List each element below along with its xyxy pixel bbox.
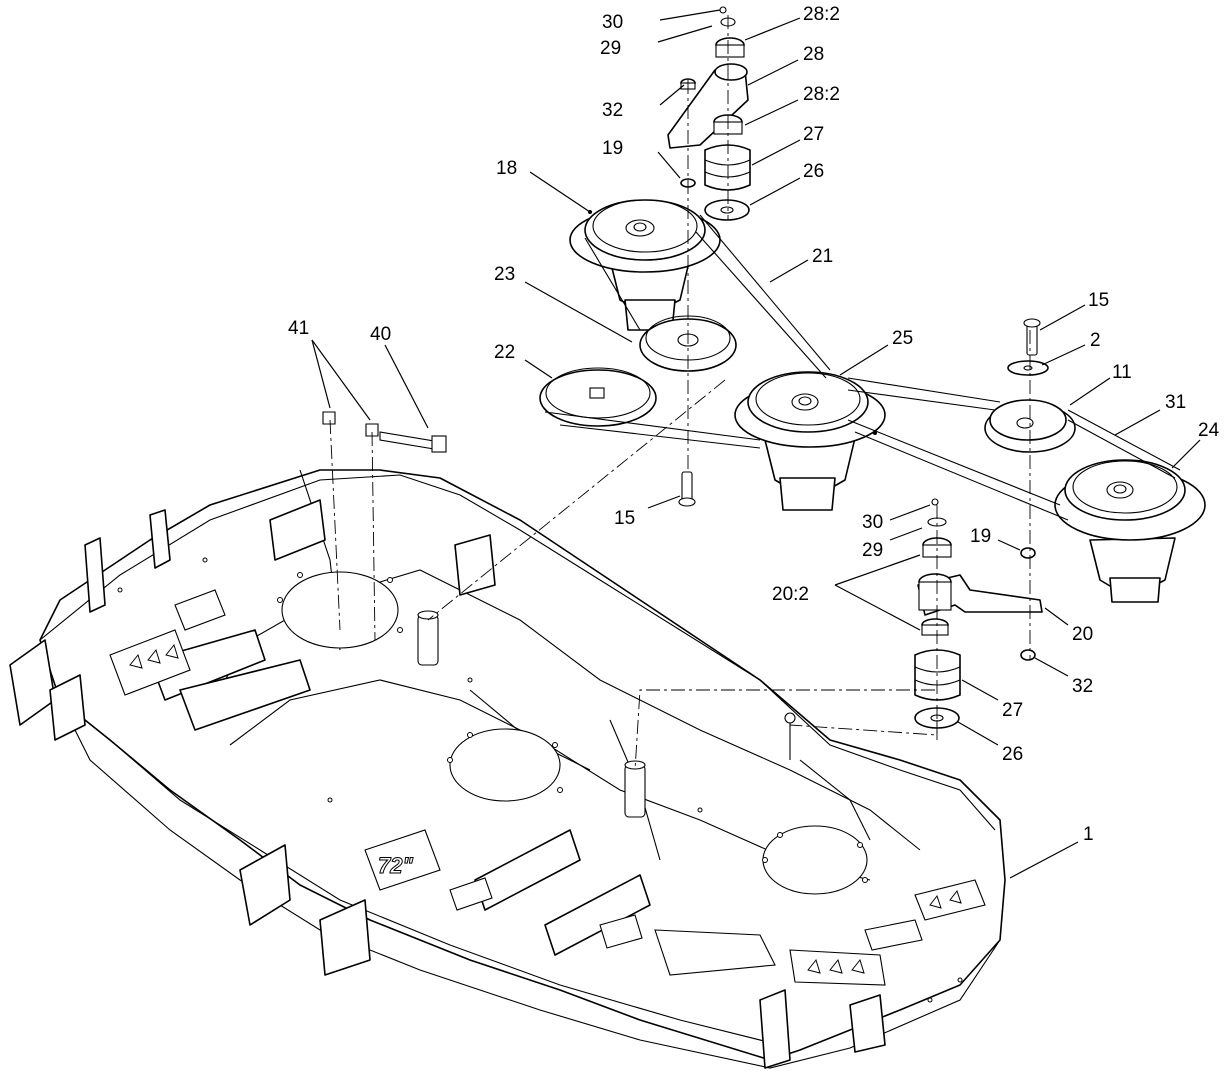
mower-deck-housing: 72": [9, 469, 1006, 1069]
callout-29-lower: 29: [862, 540, 883, 561]
deck-size-decal-text: 72": [378, 853, 413, 878]
callout-labels: 30 29 28:2 28 32 28:2 19 27 18 26 21 23 …: [288, 4, 1220, 845]
callout-19-upper: 19: [602, 138, 623, 159]
callout-30-lower: 30: [862, 512, 883, 533]
callout-1: 1: [1083, 824, 1094, 845]
idler-arm-upper: [667, 69, 749, 149]
left-idler-pivot-post: [417, 614, 439, 666]
callout-28-2-lower: 28:2: [803, 84, 840, 105]
callout-32-upper: 32: [602, 100, 623, 121]
warning-decal-left: [109, 629, 191, 696]
nut-41-left: [322, 411, 336, 425]
torsion-spring-lower: [914, 649, 961, 701]
lower-idler-arm-stack: [914, 498, 1043, 729]
callout-19-lower: 19: [970, 526, 991, 547]
callout-40: 40: [370, 324, 391, 345]
callout-20: 20: [1072, 624, 1093, 645]
callout-26-upper: 26: [803, 161, 824, 182]
callout-20-2: 20:2: [772, 584, 809, 605]
idler-pulley-11: [984, 399, 1076, 453]
callout-25: 25: [892, 328, 913, 349]
callout-15-lower: 15: [614, 508, 635, 529]
callout-22: 22: [494, 342, 515, 363]
belts: [544, 214, 1181, 521]
callout-28-2-upper: 28:2: [803, 4, 840, 25]
leader-lines: [311, 9, 1201, 879]
size-decal-plate: [364, 829, 441, 891]
callout-18: 18: [496, 158, 517, 179]
callout-24: 24: [1198, 420, 1220, 441]
hardware: [322, 318, 1049, 507]
callout-23: 23: [494, 264, 515, 285]
left-spindle-opening: [281, 571, 399, 649]
callout-2: 2: [1090, 330, 1101, 351]
drive-pulleys: [539, 315, 737, 427]
callout-21: 21: [812, 246, 833, 267]
callout-11: 11: [1112, 362, 1132, 383]
upper-idler-arm-stack: [667, 6, 751, 221]
center-spindle-opening: [449, 728, 561, 802]
right-spindle-assembly: [1054, 459, 1206, 603]
callout-27-lower: 27: [1002, 700, 1023, 721]
left-spindle-assembly: [569, 199, 721, 331]
callout-29-upper: 29: [600, 38, 621, 59]
nut-41-right: [365, 423, 379, 437]
bolt-40: [379, 431, 441, 451]
callout-15-upper: 15: [1088, 290, 1109, 311]
callout-30-upper: 30: [602, 12, 623, 33]
callout-26-lower: 26: [1002, 744, 1023, 765]
callout-41: 41: [288, 318, 309, 339]
callout-31: 31: [1165, 392, 1186, 413]
assembly-center-lines: [329, 15, 1031, 771]
callout-27-upper: 27: [803, 124, 824, 145]
callout-28: 28: [803, 44, 824, 65]
instruction-decal: [654, 929, 776, 976]
torsion-spring-upper: [704, 144, 751, 191]
center-spindle-assembly: [734, 371, 886, 511]
center-idler-pivot-post: [624, 764, 646, 818]
callout-32-lower: 32: [1072, 676, 1093, 697]
